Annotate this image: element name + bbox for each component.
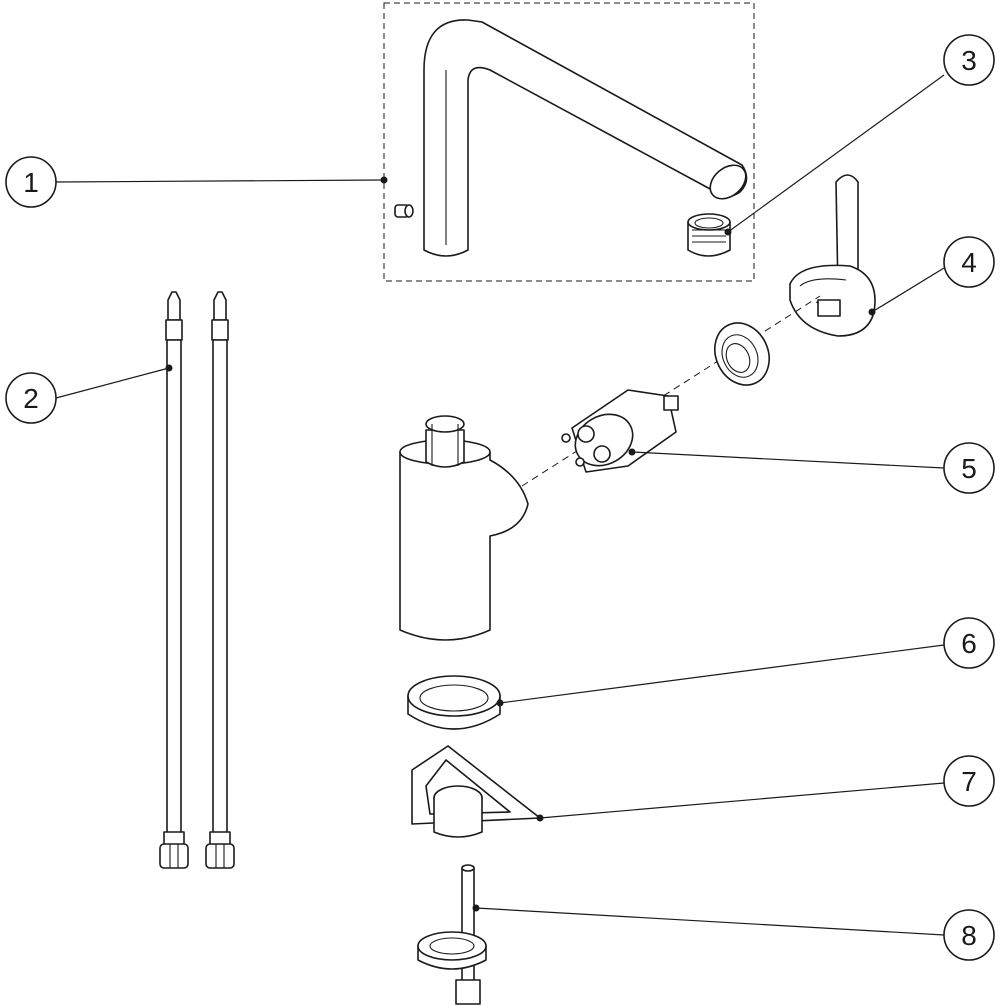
leader-5	[631, 451, 945, 469]
leader-6	[499, 644, 945, 704]
faucet-body	[399, 415, 529, 641]
callout-5-number: 5	[961, 453, 977, 484]
callout-6-number: 6	[961, 628, 977, 659]
callout-5: 5	[943, 442, 995, 494]
leader-3	[727, 74, 945, 233]
callout-4-number: 4	[961, 247, 977, 278]
part-4-lever-handle	[789, 174, 876, 337]
part-2-supply-hoses	[159, 291, 235, 869]
callout-1-number: 1	[23, 167, 39, 198]
callout-2: 2	[5, 372, 57, 424]
spout-group-box	[383, 2, 755, 282]
callout-7-number: 7	[961, 766, 977, 797]
leader-7	[539, 782, 945, 819]
part-1-spout	[383, 2, 755, 282]
callout-2-number: 2	[23, 383, 39, 414]
set-screw	[394, 204, 414, 218]
callout-7: 7	[943, 755, 995, 807]
spout-outlet-end	[709, 164, 747, 200]
part-3-aerator	[687, 213, 731, 257]
part-5-cartridge	[561, 389, 679, 473]
assembly-axis	[521, 295, 821, 487]
part-8-threaded-rod	[417, 864, 487, 1005]
leader-2	[55, 367, 170, 399]
leader-4	[871, 267, 945, 313]
leader-8	[475, 907, 945, 936]
callout-8: 8	[943, 909, 995, 961]
part-7-mounting-plate	[411, 745, 541, 838]
supply-hose-right	[205, 291, 235, 869]
part-6-base-ring	[407, 675, 501, 730]
callout-8-number: 8	[961, 920, 977, 951]
callout-3-number: 3	[961, 45, 977, 76]
supply-hose-left	[159, 291, 189, 869]
callout-1: 1	[5, 156, 57, 208]
callout-4: 4	[943, 236, 995, 288]
cartridge-cap	[714, 322, 770, 386]
leader-1	[55, 179, 385, 183]
callout-3: 3	[943, 34, 995, 86]
callout-6: 6	[943, 617, 995, 669]
leader-lines	[55, 74, 945, 936]
